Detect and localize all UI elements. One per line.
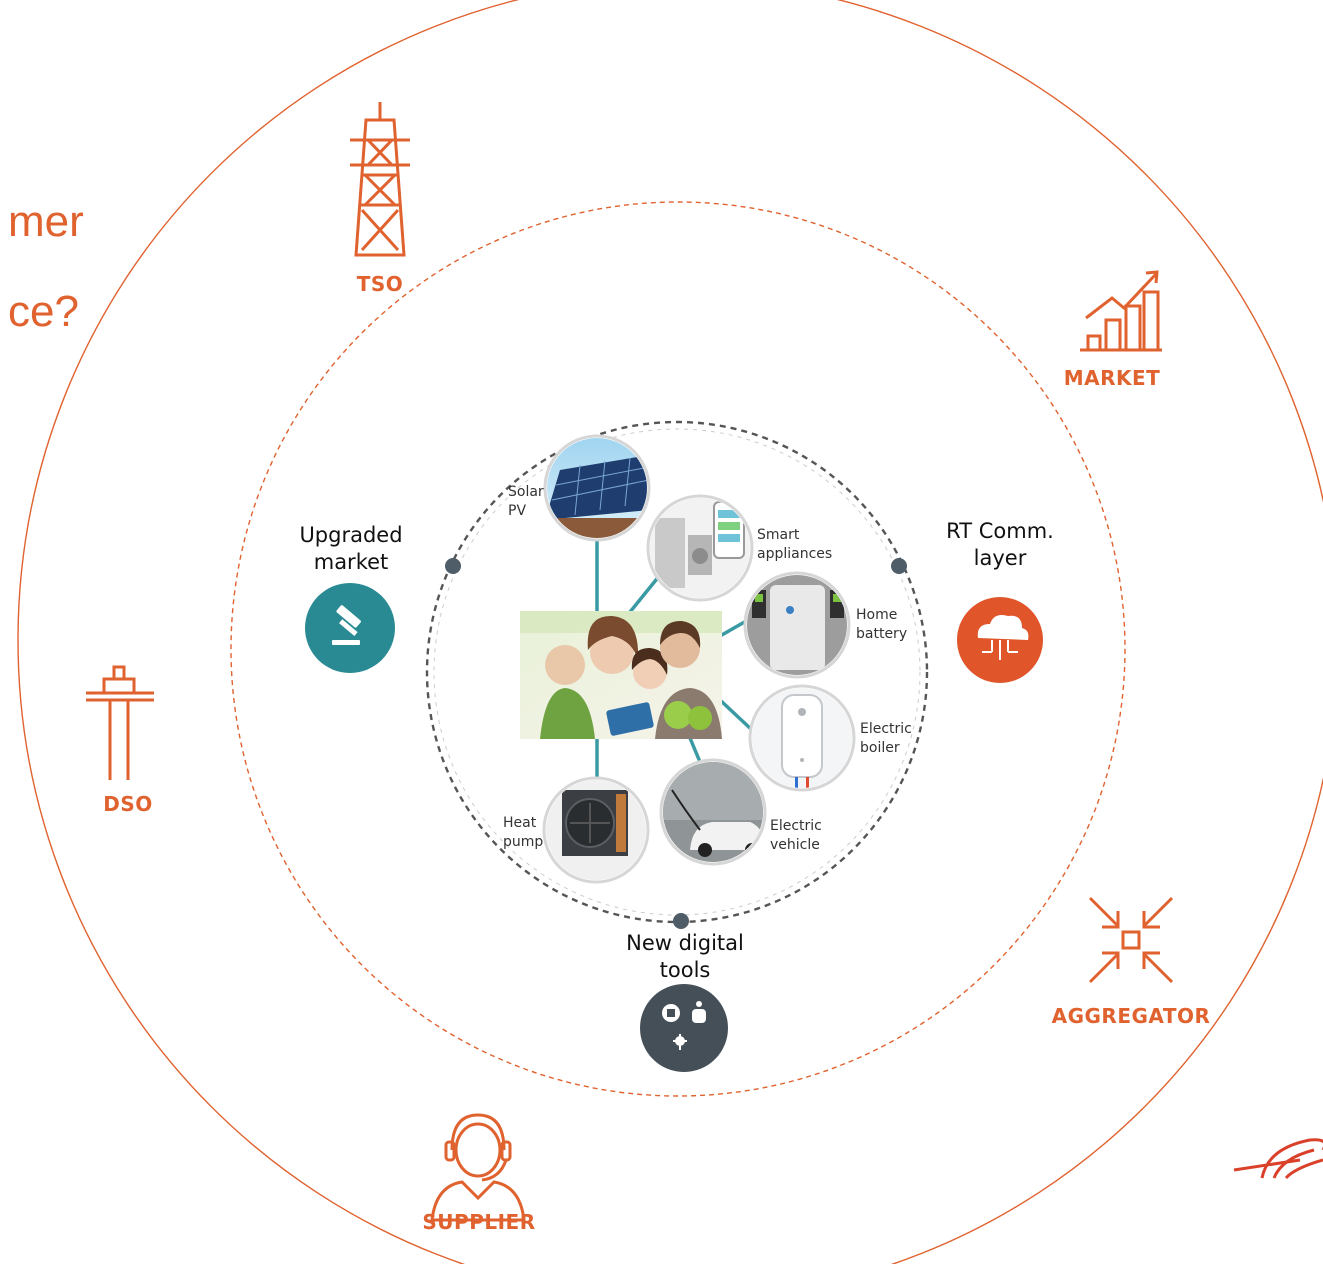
smart-appliances-line2: appliances	[757, 545, 833, 562]
electric-vehicle-label: Electric vehicle	[770, 817, 822, 855]
network-icon	[673, 1034, 687, 1050]
upgraded-market-label: Upgraded market	[286, 522, 416, 577]
middle-ring	[230, 201, 1126, 1097]
market-label: MARKET	[1063, 366, 1161, 390]
smart-appliances-label: Smart appliances	[757, 526, 832, 564]
heat-pump-label: Heat pump	[503, 814, 543, 852]
device-solar-pv	[543, 434, 651, 542]
rt-comm-line2: layer	[973, 546, 1027, 571]
ring-dot-bottom	[673, 913, 689, 929]
electric-vehicle-line1: Electric	[770, 818, 822, 834]
connector-lines	[595, 538, 754, 780]
rt-comm-label: RT Comm. layer	[930, 518, 1070, 573]
transmission-tower-icon	[350, 102, 410, 257]
smart-appliances-line1: Smart	[757, 527, 800, 543]
heat-pump-line1: Heat	[503, 815, 537, 831]
digital-tools-badge	[640, 984, 728, 1072]
title-line-2: ce?	[8, 287, 79, 336]
robot-icon	[692, 1001, 706, 1023]
solar-pv-label: Solar PV	[508, 483, 544, 521]
digital-tools-line1: New digital	[626, 931, 744, 955]
upgraded-market-line1: Upgraded	[299, 523, 403, 547]
device-heat-pump	[542, 776, 650, 884]
outer-ring	[17, 0, 1323, 1264]
aggregation-arrows-icon	[1088, 896, 1174, 984]
digital-tools-line2: tools	[659, 958, 711, 983]
home-battery-line1: Home	[856, 607, 898, 623]
home-battery-label: Home battery	[856, 606, 907, 644]
tso-label: TSO	[356, 272, 404, 296]
rt-comm-badge	[957, 597, 1043, 683]
growth-chart-icon	[1080, 270, 1162, 352]
gavel-icon	[332, 605, 361, 645]
device-electric-vehicle	[659, 758, 767, 866]
aggregator-label: AGGREGATOR	[1051, 1004, 1211, 1028]
ring-dot-left	[445, 558, 461, 574]
logo-swirl	[1233, 1138, 1323, 1180]
call-center-agent-icon	[430, 1113, 526, 1222]
distribution-pole-icon	[86, 665, 154, 780]
electric-boiler-line1: Electric	[860, 721, 912, 737]
family-photo	[520, 611, 722, 739]
dso-label: DSO	[103, 792, 153, 816]
electric-boiler-label: Electric boiler	[860, 720, 912, 758]
title-line-1: mer	[8, 197, 84, 246]
electric-vehicle-line2: vehicle	[770, 836, 820, 853]
device-electric-boiler	[748, 684, 856, 792]
solar-pv-line2: PV	[508, 502, 527, 519]
inner-ring	[425, 420, 929, 924]
device-smart-appliances	[646, 494, 754, 602]
device-home-battery	[743, 571, 851, 679]
upgraded-market-badge	[305, 583, 395, 673]
chip-icon	[662, 1004, 680, 1022]
rt-comm-line1: RT Comm.	[946, 519, 1054, 543]
ring-dot-right	[891, 558, 907, 574]
supplier-label: SUPPLIER	[422, 1210, 536, 1234]
solar-pv-line1: Solar	[508, 484, 544, 500]
electric-boiler-line2: boiler	[860, 739, 900, 756]
cloud-network-icon	[977, 615, 1029, 660]
heat-pump-line2: pump	[503, 833, 544, 850]
home-battery-line2: battery	[856, 625, 908, 642]
digital-tools-label: New digital tools	[610, 930, 760, 985]
upgraded-market-line2: market	[313, 550, 389, 575]
